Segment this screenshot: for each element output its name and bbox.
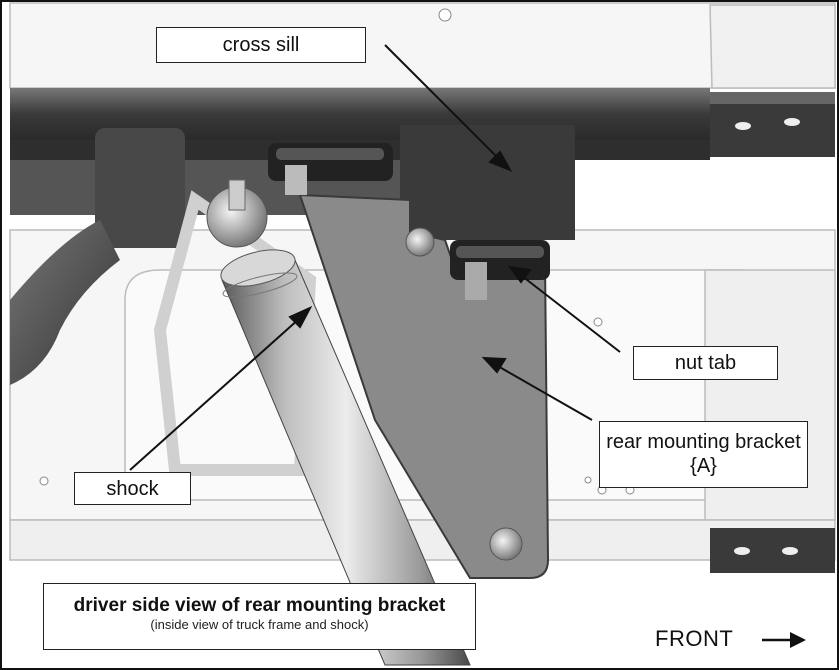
rear-bracket-label: rear mounting bracket {A} (606, 431, 801, 477)
cross-sill-arrowhead (488, 150, 513, 172)
nut-tab-leader (521, 275, 621, 353)
lower-frame-rail (710, 528, 835, 573)
callout-nut-tab: nut tab (633, 346, 778, 380)
shock-absorber (220, 249, 471, 666)
shock-label: shock (106, 478, 159, 500)
callout-shock: shock (74, 472, 191, 505)
bracket-leader (495, 364, 593, 421)
callout-cross-sill: cross sill (156, 27, 366, 63)
bracket-bolts (206, 179, 523, 561)
caption-box: driver side view of rear mounting bracke… (43, 583, 476, 650)
leader-arrows (129, 44, 621, 471)
front-direction-label: FRONT (655, 626, 734, 651)
caption-subtitle: (inside view of truck frame and shock) (150, 617, 369, 632)
callout-rear-mounting-bracket: rear mounting bracket {A} (599, 421, 808, 488)
caption-title: driver side view of rear mounting bracke… (73, 595, 446, 616)
bracket-arrowhead (481, 356, 507, 374)
cross-sill-leader (384, 44, 499, 159)
frame-holes (39, 8, 635, 495)
left-pipe (10, 220, 120, 385)
cross-sill-rail (10, 88, 835, 248)
shock-leader (129, 317, 301, 471)
nut-tab-label: nut tab (674, 352, 737, 374)
shock-arrowhead (288, 305, 313, 329)
nut-tab-arrowhead (507, 265, 532, 284)
nut-tab-upper (268, 143, 393, 195)
right-arrow-icon (762, 632, 806, 648)
cross-sill-label: cross sill (222, 34, 300, 56)
